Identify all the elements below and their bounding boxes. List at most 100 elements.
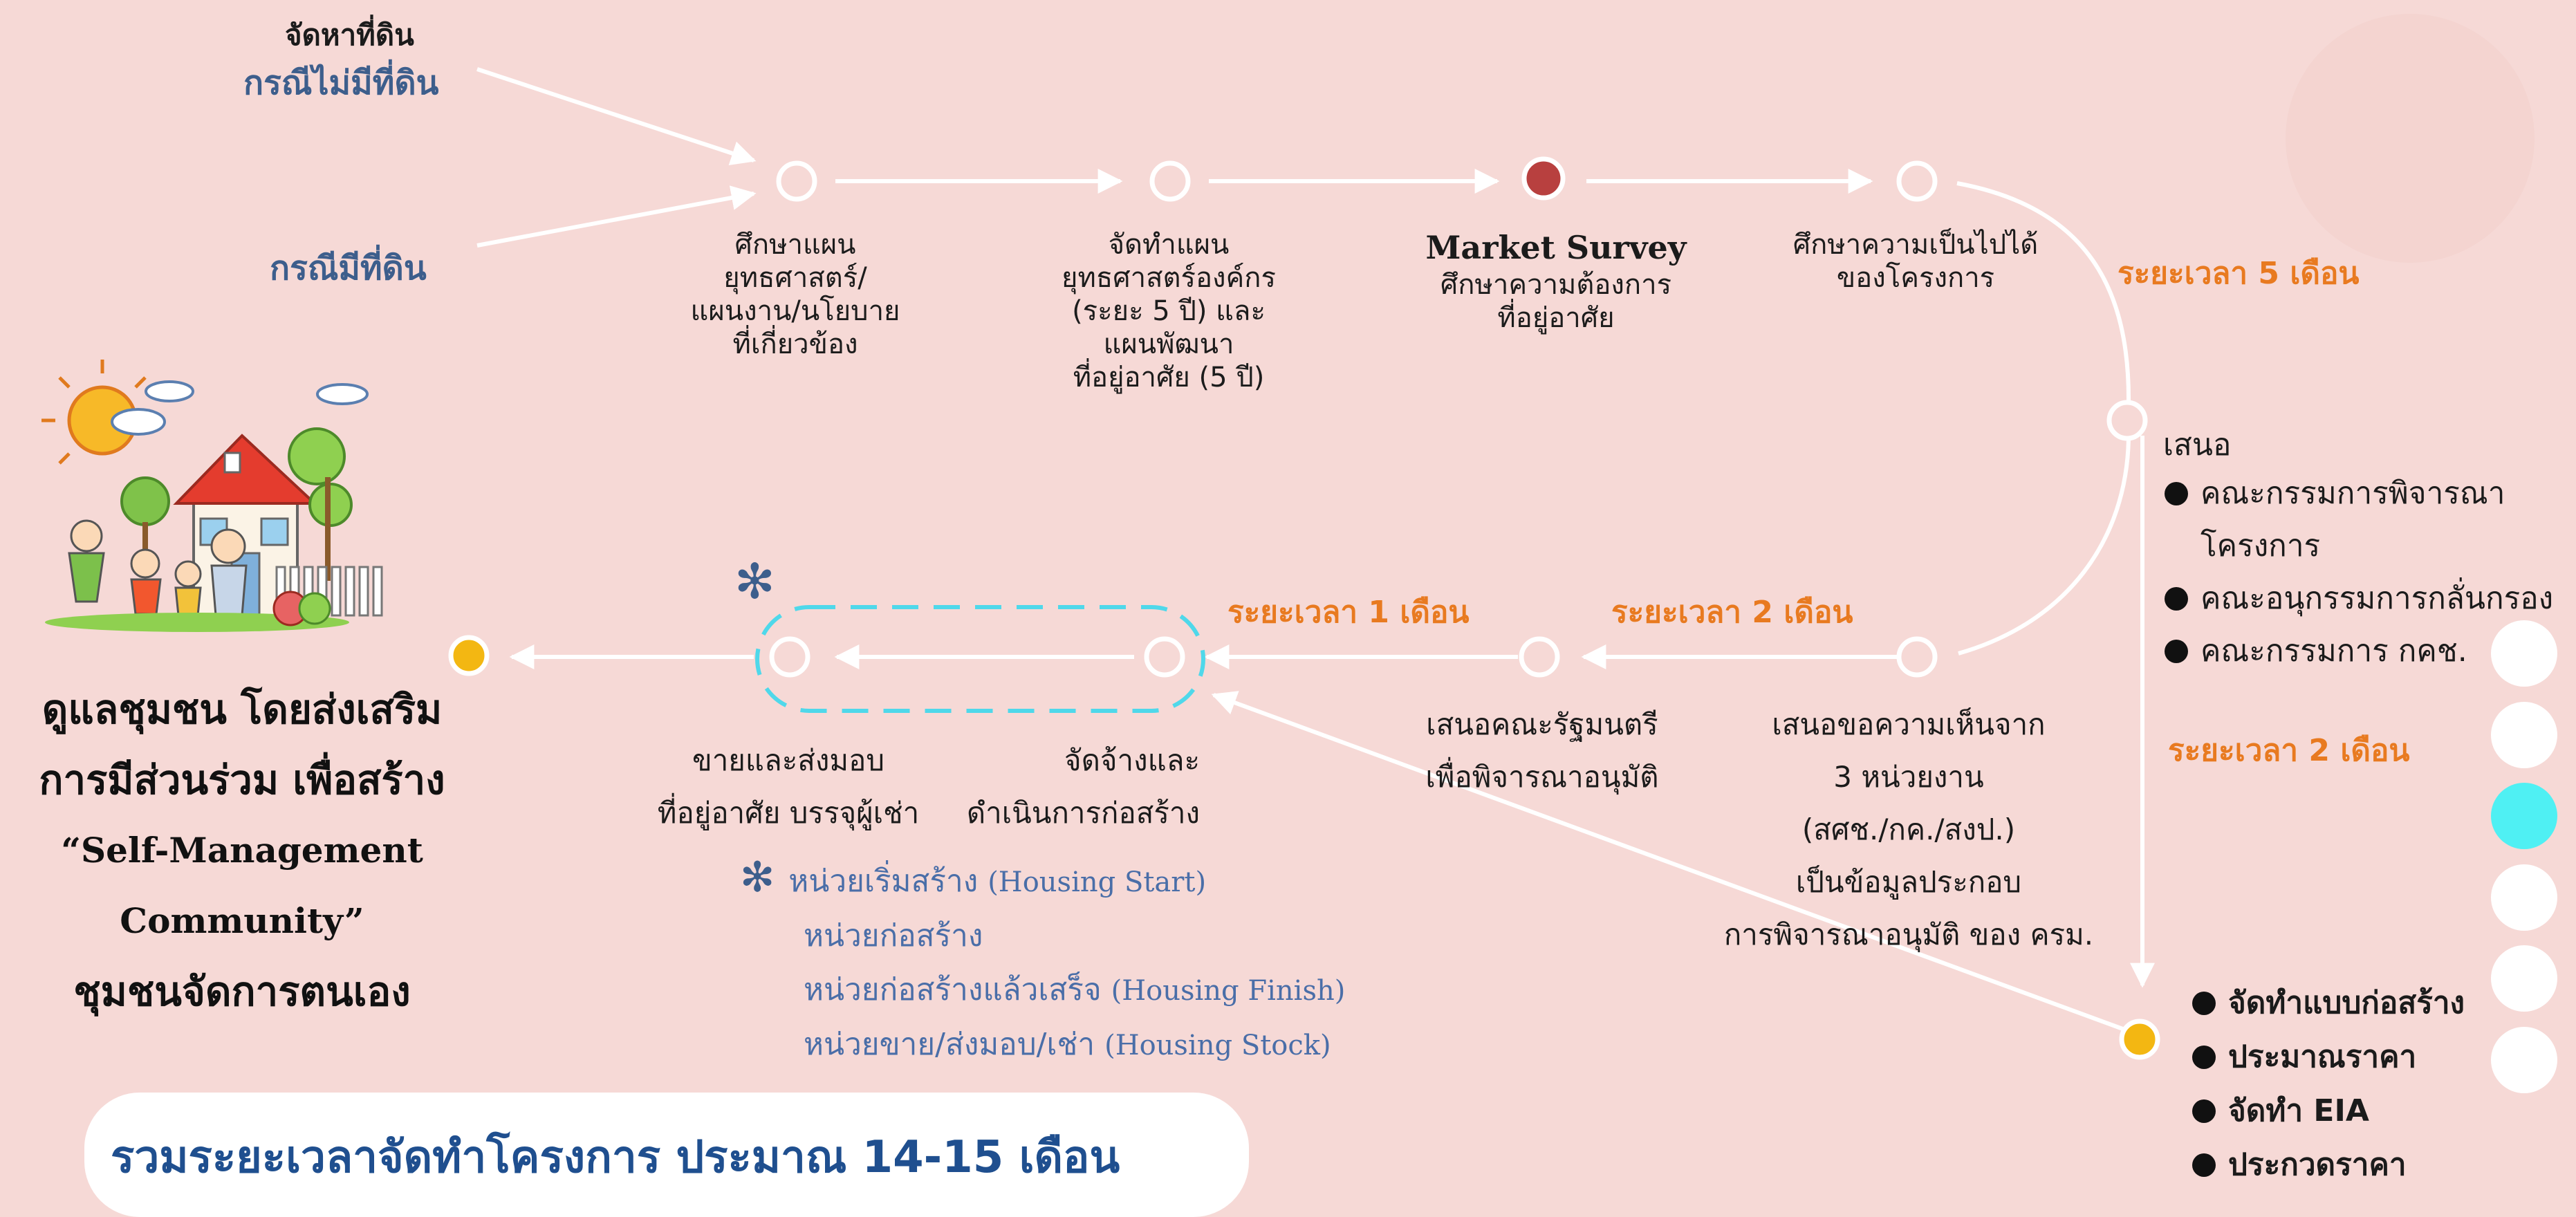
design-item-text: จัดทำแบบก่อสร้าง bbox=[2228, 985, 2465, 1021]
node-propose bbox=[2106, 400, 2148, 441]
housing-list: ✻ หน่วยเริ่มสร้าง (Housing Start) หน่วยก่… bbox=[740, 851, 1345, 1072]
asterisk-icon: ✻ bbox=[734, 553, 775, 610]
sell-text: ขายและส่งมอบ ที่อยู่อาศัย บรรจุผู้เช่า bbox=[643, 734, 934, 839]
step1-line: แผนงาน/นโยบาย bbox=[690, 295, 900, 327]
step1-line: ยุทธศาสตร์/ bbox=[723, 262, 867, 294]
flow-diagram bbox=[41, 14, 2557, 1093]
cabinet-text: เสนอคณะรัฐมนตรี เพื่อพิจารณาอนุมัติ bbox=[1404, 698, 1680, 803]
curve-step4-propose bbox=[1956, 181, 2131, 405]
sell-line: ที่อยู่อาศัย บรรจุผู้เช่า bbox=[657, 796, 920, 830]
step2-line: จัดทำแผน bbox=[1108, 229, 1230, 261]
left-title-line: ดูแลชุมชน โดยส่งเสริม bbox=[41, 686, 443, 733]
left-title-line: การมีส่วนร่วม เพื่อสร้าง bbox=[39, 756, 445, 803]
step3-text: Market Survey ศึกษาความต้องการ ที่อยู่อา… bbox=[1397, 227, 1715, 335]
arrow-has-land bbox=[476, 185, 757, 248]
asterisk-icon: ✻ bbox=[740, 853, 775, 902]
construct-line: ดำเนินการก่อสร้าง bbox=[966, 796, 1200, 830]
house-family-illustration bbox=[41, 360, 383, 632]
opinion-line: การพิจารณาอนุมัติ ของ ครม. bbox=[1723, 918, 2094, 951]
cabinet-line: เพื่อพิจารณาอนุมัติ bbox=[1425, 760, 1659, 794]
bullet-icon bbox=[2165, 587, 2188, 611]
duration-5-months: ระยะเวลา 5 เดือน bbox=[2118, 256, 2360, 291]
bullet-icon bbox=[2192, 1046, 2216, 1069]
construct-text: จัดจ้างและ ดำเนินการก่อสร้าง bbox=[951, 734, 1200, 839]
step2-text: จัดทำแผน ยุทธศาสตร์องค์กร (ระยะ 5 ปี) แล… bbox=[1023, 228, 1314, 394]
propose-item-text: คณะกรรมการพิจารณา bbox=[2200, 476, 2505, 511]
bullet-icon bbox=[2192, 1099, 2216, 1123]
propose-item: คณะกรรมการพิจารณา bbox=[2165, 467, 2553, 520]
dashed-group-capsule bbox=[755, 605, 1205, 713]
housing-item-en: (Housing Start) bbox=[988, 866, 1207, 898]
side-circle-5 bbox=[2491, 945, 2557, 1012]
housing-item-th: หน่วยก่อสร้างแล้วเสร็จ bbox=[804, 972, 1111, 1007]
design-item-text: ประมาณราคา bbox=[2228, 1039, 2417, 1075]
side-circle-3 bbox=[2491, 783, 2557, 849]
bullet-icon bbox=[2165, 482, 2188, 505]
node-sell bbox=[769, 636, 810, 678]
housing-item-en: (Housing Stock) bbox=[1104, 1030, 1331, 1061]
propose-item-text: คณะกรรมการ กคช. bbox=[2200, 633, 2467, 669]
has-land-label: กรณีมีที่ดิน bbox=[270, 249, 427, 288]
no-land-label: กรณีไม่มีที่ดิน bbox=[243, 64, 439, 102]
node-end bbox=[448, 635, 490, 676]
design-item: ประมาณราคา bbox=[2192, 1030, 2465, 1084]
left-title-line: Community” bbox=[120, 900, 364, 941]
node-cabinet bbox=[1519, 636, 1560, 678]
housing-item-th: หน่วยก่อสร้าง bbox=[804, 918, 983, 954]
curve-propose-opinion bbox=[1958, 438, 2131, 656]
step1-line: ที่เกี่ยวข้อง bbox=[732, 328, 858, 360]
propose-label: เสนอ bbox=[2163, 427, 2232, 463]
design-item: ประกวดราคา bbox=[2192, 1138, 2465, 1192]
housing-item: หน่วยขาย/ส่งมอบ/เช่า (Housing Stock) bbox=[740, 1018, 1345, 1072]
side-circle-4 bbox=[2491, 864, 2557, 931]
node-design bbox=[2119, 1019, 2160, 1060]
left-title-line: ชุมชนจัดการตนเอง bbox=[73, 968, 411, 1015]
node-step3 bbox=[1521, 156, 1566, 201]
opinion-line: เสนอขอความเห็นจาก bbox=[1772, 707, 2046, 741]
design-item-text: ประกวดราคา bbox=[2228, 1147, 2407, 1182]
step1-line: ศึกษาแผน bbox=[734, 229, 856, 261]
bullet-icon bbox=[2192, 992, 2216, 1015]
design-item: จัดทำ EIA bbox=[2192, 1084, 2465, 1138]
housing-item-th: หน่วยขาย/ส่งมอบ/เช่า bbox=[804, 1027, 1105, 1062]
market-survey-title: Market Survey bbox=[1425, 229, 1687, 266]
duration-2-months-b: ระยะเวลา 2 เดือน bbox=[2168, 733, 2410, 768]
design-item-text: จัดทำ EIA bbox=[2228, 1093, 2369, 1128]
housing-item-th: หน่วยเริ่มสร้าง bbox=[788, 864, 988, 899]
design-list: จัดทำแบบก่อสร้าง ประมาณราคา จัดทำ EIA ปร… bbox=[2192, 976, 2465, 1192]
step4-text: ศึกษาความเป็นไปได้ ของโครงการ bbox=[1757, 228, 2075, 295]
housing-item: ✻ หน่วยเริ่มสร้าง (Housing Start) bbox=[740, 851, 1345, 909]
duration-2-months-a: ระยะเวลา 2 เดือน bbox=[1611, 595, 1853, 630]
propose-item: คณะอนุกรรมการกลั่นกรอง bbox=[2165, 573, 2553, 625]
node-construct bbox=[1144, 636, 1185, 678]
side-circle-6 bbox=[2491, 1027, 2557, 1093]
construct-line: จัดจ้างและ bbox=[1064, 743, 1200, 777]
duration-1-month: ระยะเวลา 1 เดือน bbox=[1227, 595, 1470, 630]
housing-item: หน่วยก่อสร้างแล้วเสร็จ (Housing Finish) bbox=[740, 963, 1345, 1018]
propose-item-text: โครงการ bbox=[2200, 528, 2321, 564]
step4-line: ของโครงการ bbox=[1836, 262, 1995, 294]
find-land-label: จัดหาที่ดิน bbox=[285, 18, 414, 52]
left-title: ดูแลชุมชน โดยส่งเสริม การมีส่วนร่วม เพื่… bbox=[0, 674, 484, 1027]
node-step2 bbox=[1149, 160, 1191, 202]
housing-item: หน่วยก่อสร้าง bbox=[740, 909, 1345, 963]
step2-line: ยุทธศาสตร์องค์กร bbox=[1062, 262, 1276, 294]
opinion-text: เสนอขอความเห็นจาก 3 หน่วยงาน (สศช./กค./ส… bbox=[1687, 698, 2130, 961]
step2-line: แผนพัฒนา bbox=[1103, 328, 1234, 360]
step3-line: ที่อยู่อาศัย bbox=[1497, 302, 1615, 334]
opinion-line: (สศช./กค./สงป.) bbox=[1801, 812, 2016, 846]
node-step1 bbox=[776, 160, 817, 202]
propose-item-cont: โครงการ bbox=[2165, 520, 2553, 573]
node-step4 bbox=[1896, 160, 1938, 202]
opinion-line: 3 หน่วยงาน bbox=[1833, 760, 1984, 794]
step1-text: ศึกษาแผน ยุทธศาสตร์/ แผนงาน/นโยบาย ที่เก… bbox=[664, 228, 927, 361]
decorative-dot-pattern bbox=[2286, 14, 2535, 263]
housing-item-en: (Housing Finish) bbox=[1111, 975, 1346, 1007]
left-title-line: “Self-Management bbox=[61, 830, 423, 871]
design-item: จัดทำแบบก่อสร้าง bbox=[2192, 976, 2465, 1030]
sell-line: ขายและส่งมอบ bbox=[692, 743, 884, 777]
side-circle-2 bbox=[2491, 702, 2557, 768]
step2-line: (ระยะ 5 ปี) และ bbox=[1072, 295, 1266, 327]
propose-item-text: คณะอนุกรรมการกลั่นกรอง bbox=[2200, 581, 2554, 616]
arrow-no-land bbox=[476, 67, 757, 165]
